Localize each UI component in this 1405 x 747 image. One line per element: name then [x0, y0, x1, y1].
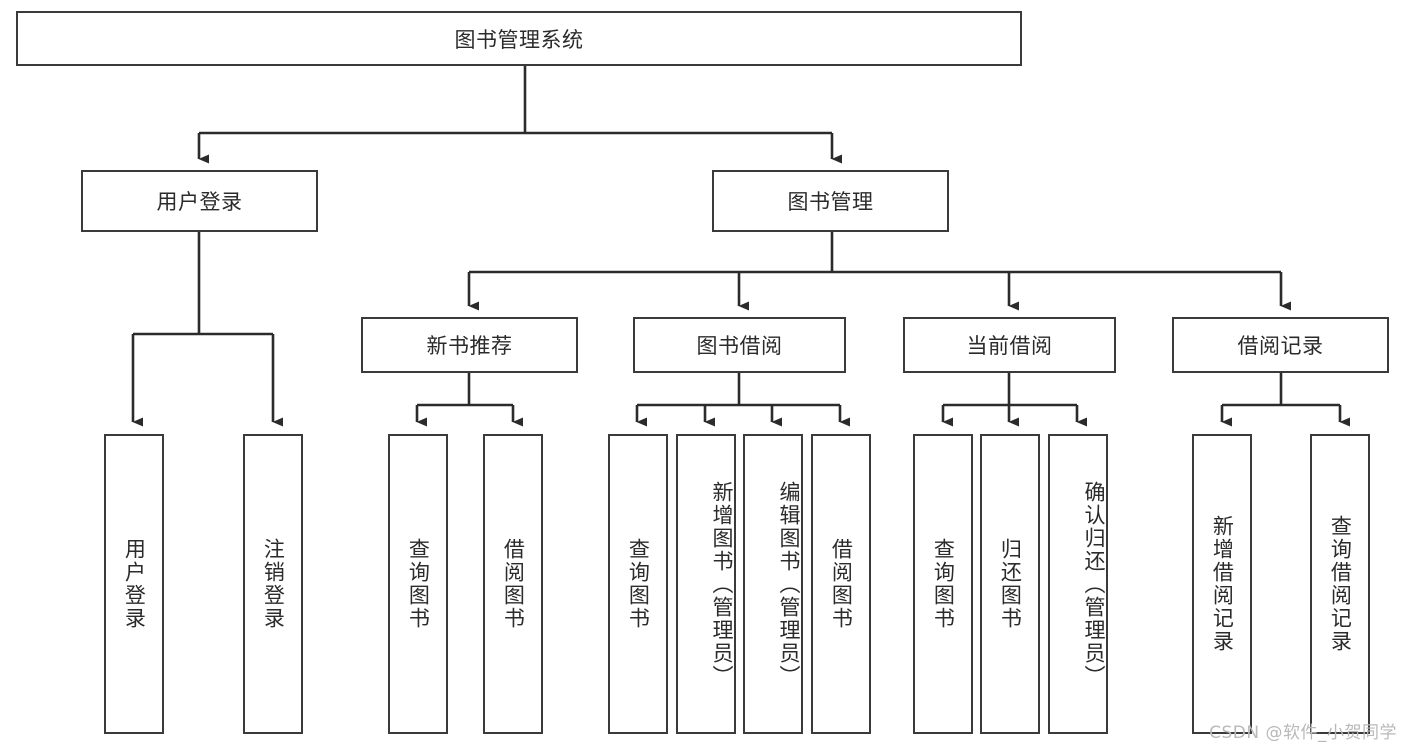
leaf-borrow-borrow-book[interactable]: 借阅图书 [811, 434, 871, 734]
node-label: 图书借阅 [696, 334, 783, 358]
node-label: 查询借阅记录 [1328, 515, 1353, 653]
node-label: 用户登录 [156, 190, 243, 214]
node-label: 借阅记录 [1237, 334, 1324, 358]
leaf-current-query-book[interactable]: 查询图书 [913, 434, 973, 734]
leaf-recommend-borrow-book[interactable]: 借阅图书 [483, 434, 543, 734]
node-label: 确认归还（管理员） [1082, 480, 1106, 688]
watermark-text: CSDN @软件_小贺同学 [1209, 723, 1397, 743]
leaf-current-confirm-return[interactable]: 确认归还（管理员） [1048, 434, 1108, 734]
leaf-recommend-query-book[interactable]: 查询图书 [388, 434, 448, 734]
leaf-borrow-query-book[interactable]: 查询图书 [608, 434, 668, 734]
leaf-record-add-record[interactable]: 新增借阅记录 [1192, 434, 1252, 734]
node-label: 编辑图书（管理员） [777, 480, 801, 688]
node-label: 新增图书（管理员） [710, 480, 734, 688]
node-label: 查询图书 [626, 538, 651, 630]
node-label: 查询图书 [931, 538, 956, 630]
node-label: 查询图书 [406, 538, 431, 630]
node-current-borrow[interactable]: 当前借阅 [903, 317, 1116, 373]
node-label: 图书管理 [787, 190, 874, 214]
node-book-borrow[interactable]: 图书借阅 [633, 317, 846, 373]
node-user-login[interactable]: 用户登录 [81, 170, 318, 232]
node-label: 当前借阅 [966, 334, 1053, 358]
node-label: 注销登录 [261, 538, 286, 630]
node-label: 借阅图书 [501, 538, 526, 630]
node-label: 新增借阅记录 [1210, 515, 1235, 653]
node-borrow-record[interactable]: 借阅记录 [1172, 317, 1389, 373]
node-label: 新书推荐 [426, 334, 513, 358]
leaf-record-query-record[interactable]: 查询借阅记录 [1310, 434, 1370, 734]
leaf-borrow-add-book[interactable]: 新增图书（管理员） [676, 434, 736, 734]
node-book-management[interactable]: 图书管理 [712, 170, 949, 232]
leaf-user-login-signout[interactable]: 注销登录 [243, 434, 303, 734]
node-label: 用户登录 [122, 538, 147, 630]
leaf-user-login-signin[interactable]: 用户登录 [104, 434, 164, 734]
node-label: 图书管理系统 [454, 27, 584, 52]
node-root-system[interactable]: 图书管理系统 [16, 11, 1022, 66]
node-label: 借阅图书 [829, 538, 854, 630]
node-label: 归还图书 [998, 538, 1023, 630]
leaf-current-return-book[interactable]: 归还图书 [980, 434, 1040, 734]
leaf-borrow-edit-book[interactable]: 编辑图书（管理员） [743, 434, 803, 734]
node-new-book-recommend[interactable]: 新书推荐 [361, 317, 578, 373]
